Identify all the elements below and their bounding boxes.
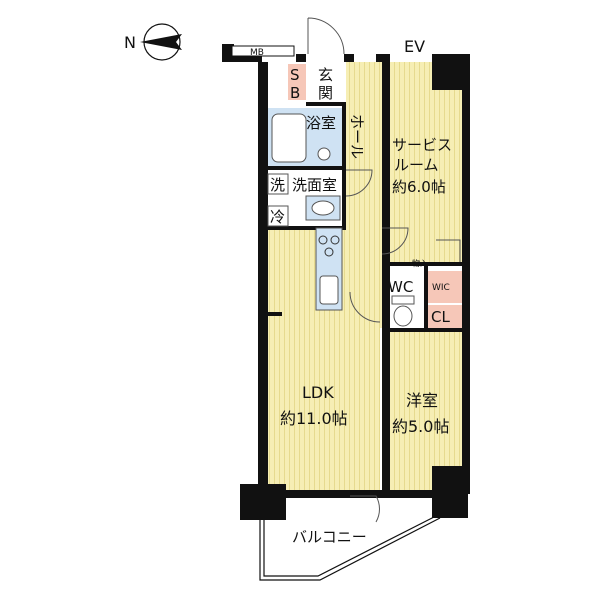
ldk-label-1: LDK [302, 383, 334, 402]
western-room-label-1: 洋室 [406, 391, 438, 410]
doors [307, 17, 461, 523]
walls [222, 44, 470, 520]
genkan-label-2: 関 [318, 84, 333, 102]
washer-box [267, 173, 289, 195]
cl-label: CL [431, 308, 450, 326]
hall-label: ホール [348, 114, 366, 159]
north-arrow-icon: N [124, 23, 182, 61]
bathtub-icon [271, 113, 307, 163]
sb-label-s: S [290, 66, 300, 84]
washroom-label: 洗面室 [292, 176, 337, 194]
wc-label: WC [388, 278, 413, 296]
balcony-label: バルコニー [292, 528, 367, 546]
service-room-floor [387, 62, 463, 262]
svg-text:ホール: ホール [348, 114, 366, 159]
cl-box [428, 305, 462, 329]
service-room-label-1: サービス [392, 136, 452, 154]
mb-label: MB [250, 48, 264, 58]
genkan-floor [308, 62, 344, 102]
kitchen-counter [315, 227, 343, 311]
ev-label: EV [404, 37, 425, 56]
ldk-label-2: 約11.0帖 [280, 409, 348, 428]
genkan-label-1: 玄 [318, 66, 333, 84]
washer-mark: 洗 [270, 176, 285, 194]
wic-label: WIC [432, 283, 450, 293]
western-room-floor [387, 330, 463, 490]
shelf-label: 物入 [412, 258, 428, 268]
fridge-box [267, 205, 289, 227]
balcony [259, 515, 441, 581]
bath-label: 浴室 [306, 114, 336, 132]
sb-label-b: B [290, 84, 300, 102]
fridge-mark: 冷 [270, 208, 285, 226]
toilet-icon [391, 295, 415, 327]
wic-box [428, 271, 462, 303]
service-room-label-2: ルーム [394, 156, 439, 174]
sb-box [288, 64, 306, 100]
north-letter: N [124, 33, 136, 52]
service-room-label-3: 約6.0帖 [392, 178, 446, 196]
western-room-label-2: 約5.0帖 [392, 417, 449, 436]
